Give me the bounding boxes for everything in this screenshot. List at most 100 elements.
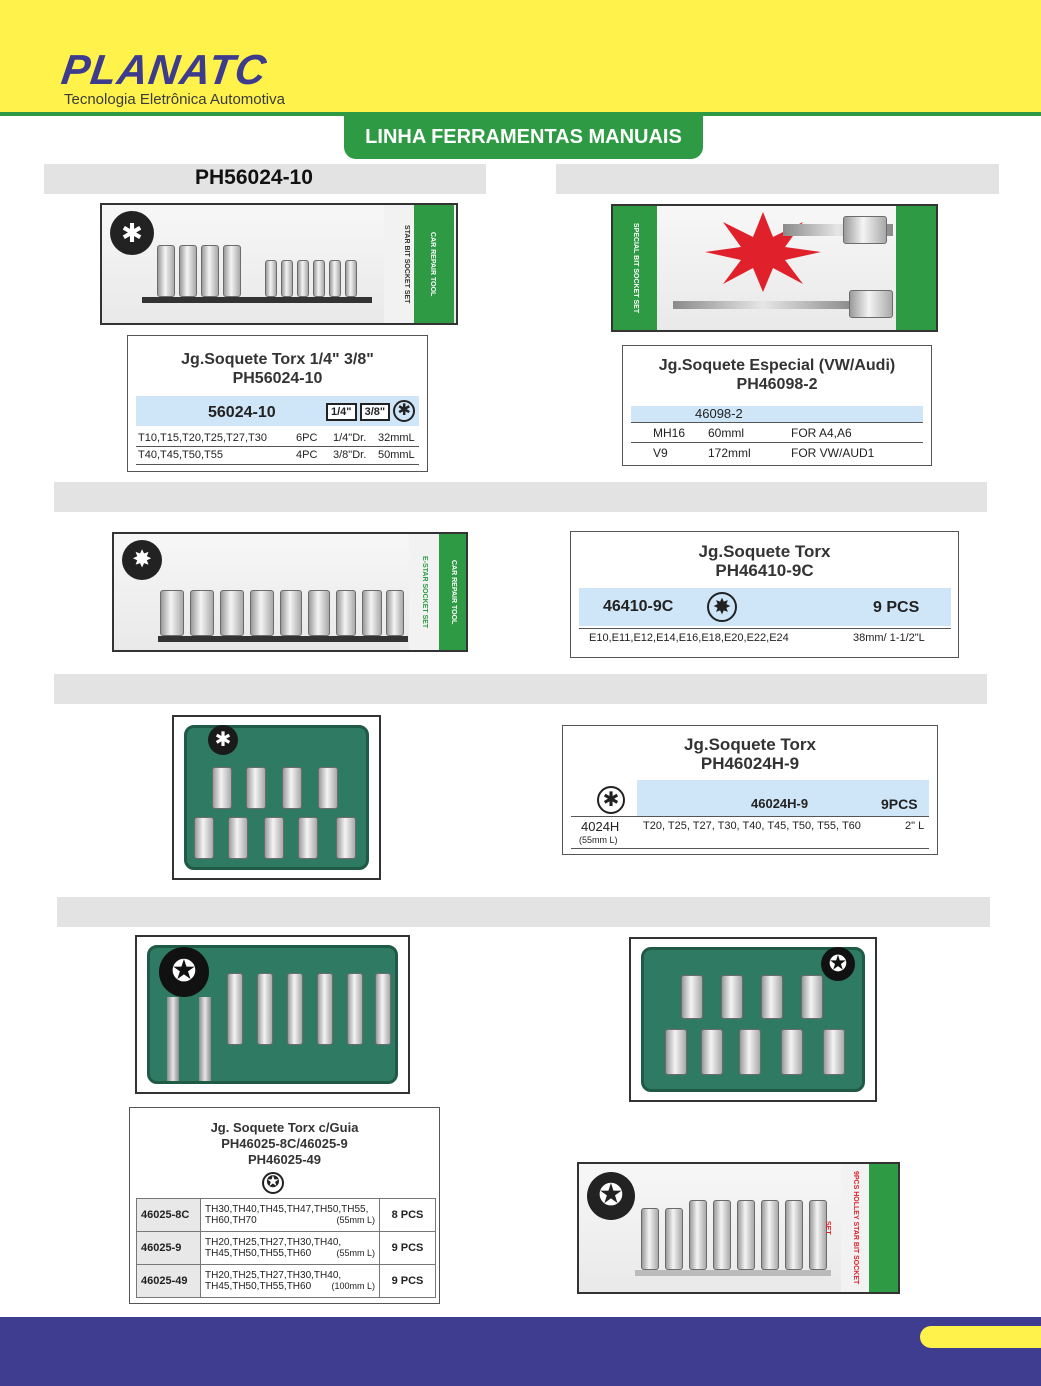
table-row: 46025-49 TH20,TH25,TH27,TH30,TH40, TH45,… xyxy=(136,1264,436,1298)
product-photo-ph46410-9c: ✸ E-STAR SOCKET SET CAR REPAIR TOOL xyxy=(112,532,468,652)
socket-item xyxy=(313,260,325,297)
spec-title-line1: Jg.Soquete Especial (VW/Audi) xyxy=(658,357,896,374)
holey-star-icon: ✪ xyxy=(159,947,209,997)
socket-item xyxy=(665,1029,687,1075)
spec-row-b: 6PC xyxy=(296,432,318,444)
socket-item xyxy=(386,590,404,636)
spec-left-code: 4024H xyxy=(581,819,620,834)
table-cell-line: TH20,TH25,TH27,TH30,TH40, xyxy=(205,1270,342,1281)
socket-rail xyxy=(635,1270,831,1276)
product-photo-ph46025-49: ✪ 9PCS HOLLEY STAR BIT SOCKET SET xyxy=(577,1162,900,1294)
socket-item xyxy=(689,1200,707,1270)
spec-badges: 1/4" 3/8" ✱ xyxy=(326,400,416,422)
spec-row-d: 32mmL xyxy=(378,432,415,444)
socket-item xyxy=(179,245,197,297)
spec-band-code: 46098-2 xyxy=(695,406,743,421)
spec-divider xyxy=(571,848,929,849)
table-cell-line: TH20,TH25,TH27,TH30,TH40, xyxy=(205,1237,342,1248)
socket-item xyxy=(250,590,274,636)
socket-item xyxy=(701,1029,723,1075)
product-photo-ph46098-2: SPECIAL BIT SOCKET SET xyxy=(611,204,938,332)
socket-item xyxy=(362,590,382,636)
spec-title-line1: Jg.Soquete Torx xyxy=(698,542,831,561)
holey-star-icon: ✪ xyxy=(262,1172,284,1194)
socket-rail xyxy=(142,297,372,303)
socket-item xyxy=(227,973,243,1045)
socket-item xyxy=(318,767,338,809)
torx-star-icon: ✱ xyxy=(597,786,625,814)
spec-divider xyxy=(571,816,929,817)
spec-row-c: 3/8"Dr. xyxy=(333,449,367,461)
table-cell-length: (55mm L) xyxy=(336,1215,375,1225)
table-cell-list: TH20,TH25,TH27,TH30,TH40, TH45,TH50,TH55… xyxy=(200,1264,380,1298)
gray-bar-2 xyxy=(54,482,987,512)
spec-divider xyxy=(579,628,951,629)
table-cell-line: TH60,TH70 xyxy=(205,1215,257,1226)
spec-band xyxy=(631,406,923,422)
socket-item xyxy=(761,1200,779,1270)
table-row: 46025-9 TH20,TH25,TH27,TH30,TH40, TH45,T… xyxy=(136,1231,436,1265)
table-cell-code: 46025-8C xyxy=(136,1198,201,1232)
package-strip-text: CAR REPAIR TOOL xyxy=(439,534,466,650)
socket-item xyxy=(223,245,241,297)
spec-row-b: 38mm/ 1-1/2"L xyxy=(853,632,925,644)
e-star-icon: ✸ xyxy=(122,540,162,580)
spec-row-b: 2" L xyxy=(905,820,925,832)
socket-rail xyxy=(158,636,408,642)
bit-socket-long xyxy=(199,997,211,1081)
socket-item xyxy=(785,1200,803,1270)
drive-size-badge: 3/8" xyxy=(359,403,391,421)
spec-row-d: 50mmL xyxy=(378,449,415,461)
table-cell-code: 46025-9 xyxy=(136,1231,201,1265)
table-cell-line-2: TH45,TH50,TH55,TH60 (55mm L) xyxy=(205,1248,375,1259)
spec-row-a: V9 xyxy=(653,446,668,460)
spec-title-line2: PH46098-2 xyxy=(736,376,818,393)
spec-title-line3: PH46025-49 xyxy=(248,1152,321,1167)
socket-item xyxy=(843,216,887,244)
spec-title-line2: PH46024H-9 xyxy=(700,754,800,773)
gray-bar-1-left xyxy=(44,164,486,194)
table-cell-line-2: TH45,TH50,TH55,TH60(100mm L) xyxy=(205,1281,375,1292)
socket-item xyxy=(201,245,219,297)
spec-title-line1: Jg. Soquete Torx c/Guia xyxy=(210,1120,359,1135)
socket-item xyxy=(297,260,309,297)
spec-band-code: 46410-9C xyxy=(603,598,674,615)
socket-item xyxy=(681,975,703,1019)
socket-item xyxy=(264,817,284,859)
spec-divider xyxy=(631,422,923,423)
package-strip-side xyxy=(896,206,936,330)
bit-socket-long xyxy=(673,301,853,309)
table-row: 46025-8C TH30,TH40,TH45,TH47,TH50,TH55, … xyxy=(136,1198,436,1232)
spec-band xyxy=(579,588,951,626)
socket-item xyxy=(345,260,357,297)
drive-size-badge: 1/4" xyxy=(326,403,357,421)
section-banner: LINHA FERRAMENTAS MANUAIS xyxy=(344,116,703,159)
footer-bar xyxy=(0,1317,1041,1386)
table-cell-line: TH30,TH40,TH45,TH47,TH50,TH55, xyxy=(205,1204,369,1215)
spec-left-sub: (55mm L) xyxy=(579,835,618,845)
socket-item xyxy=(228,817,248,859)
brand-tagline: Tecnologia Eletrônica Automotiva xyxy=(64,91,285,108)
gray-bar-3 xyxy=(54,674,987,704)
spec-divider xyxy=(136,464,419,465)
spec-title-line2: PH56024-10 xyxy=(232,370,323,387)
bit-socket-long xyxy=(167,997,179,1081)
gray-bar-1-right xyxy=(556,164,999,194)
socket-item xyxy=(194,817,214,859)
table-cell-line: TH45,TH50,TH55,TH60 xyxy=(205,1248,312,1259)
spec-band-code: 46024H-9 xyxy=(751,796,809,811)
table-cell-length: (55mm L) xyxy=(336,1248,375,1258)
e-star-icon: ✸ xyxy=(707,592,737,622)
spec-band-code: 56024-10 xyxy=(208,404,276,421)
holey-star-icon: ✪ xyxy=(821,947,855,981)
torx-star-icon: ✱ xyxy=(110,211,154,255)
socket-item xyxy=(160,590,184,636)
product-photo-ph56024-10: ✱ STAR BIT SOCKET SET CAR REPAIR TOOL xyxy=(100,203,458,325)
brand-logo[interactable]: PLANATC xyxy=(58,46,270,93)
spec-title-line2: PH46025-8C/46025-9 xyxy=(221,1136,348,1151)
spec-table: 46025-8C TH30,TH40,TH45,TH47,TH50,TH55, … xyxy=(136,1198,436,1298)
table-cell-pcs: 8 PCS xyxy=(379,1198,436,1232)
socket-item xyxy=(157,245,175,297)
spec-title-line2: PH46410-9C xyxy=(715,561,814,580)
table-cell-code: 46025-49 xyxy=(136,1264,201,1298)
